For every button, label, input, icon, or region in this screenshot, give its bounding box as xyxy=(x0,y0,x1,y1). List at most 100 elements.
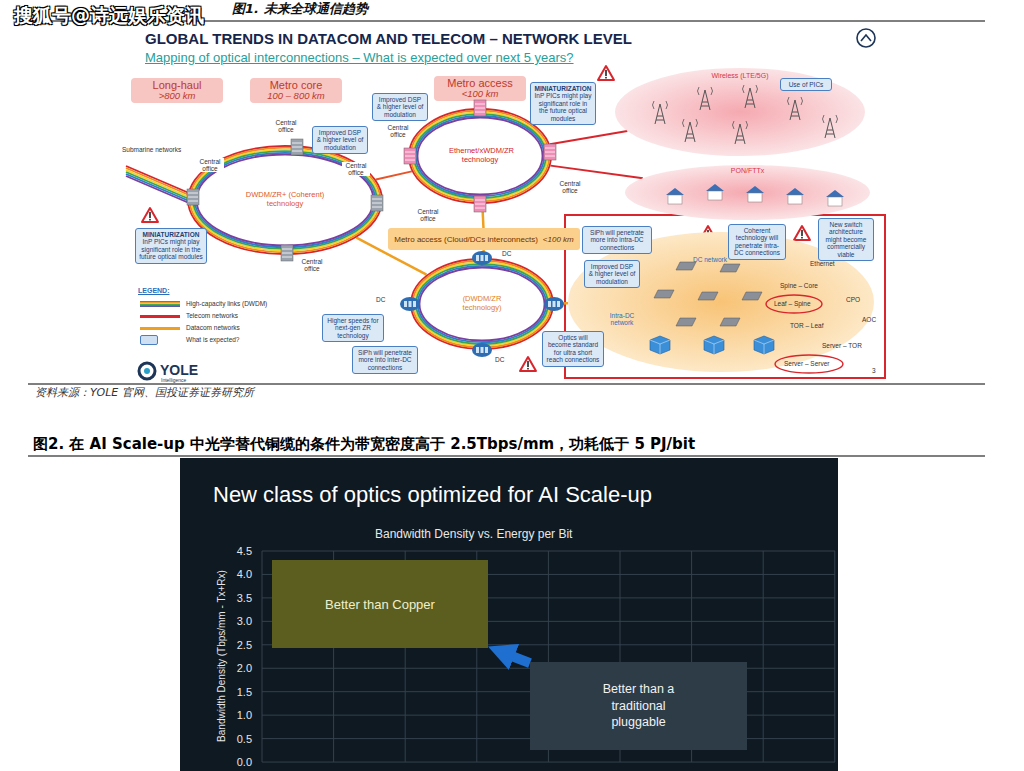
link-line xyxy=(551,166,643,179)
ring-fiber xyxy=(416,116,544,196)
house-roof xyxy=(746,186,764,193)
srv-icon xyxy=(704,336,724,354)
yole-logo-mark xyxy=(139,363,155,379)
ring-fiber xyxy=(420,268,545,341)
callout-box: New switch architecture might become com… xyxy=(818,218,874,261)
house-icon xyxy=(746,186,764,202)
band-text: Metro access (Cloud/DCs interconnects) xyxy=(394,235,538,244)
house-roof xyxy=(826,190,844,197)
arrow-connector xyxy=(506,654,530,663)
site-label: Central office xyxy=(556,180,584,194)
switch-top xyxy=(676,262,696,270)
callout-text: SiPh will penetrate more into intra-DC c… xyxy=(586,229,648,251)
callout-box: Optics will become standard for ultra sh… xyxy=(542,331,604,367)
ring-fiber xyxy=(418,266,546,342)
dc-rack xyxy=(557,301,560,307)
bld-icon xyxy=(474,196,486,212)
subtitle: Mapping of optical interconnections – Wh… xyxy=(145,51,574,65)
legend-entry: What is expected? xyxy=(140,334,267,346)
cloud-fill xyxy=(625,165,870,220)
building-floor xyxy=(292,151,302,152)
bld-icon xyxy=(371,195,383,211)
legend-entry: High-capacity links (DWDM) xyxy=(140,298,267,310)
callout-box: Higher speeds for next-gen ZR technology xyxy=(322,314,384,342)
link-line xyxy=(550,131,628,144)
ring-fiber xyxy=(409,109,551,203)
legend-swatch xyxy=(140,335,158,345)
tick-label: 3.0 xyxy=(237,615,252,627)
callout-box: SiPh will penetrate more into intra-DC c… xyxy=(582,226,652,254)
dc-label: DC xyxy=(376,296,385,303)
ring-fiber xyxy=(191,149,378,250)
tick-label: 2.5 xyxy=(237,639,252,651)
site-label: Central office xyxy=(342,162,370,176)
dc-rack xyxy=(485,255,488,261)
house-roof xyxy=(786,188,804,195)
pill-fill xyxy=(434,76,526,101)
grid-line xyxy=(834,551,835,762)
site-label: Central office xyxy=(196,158,224,172)
tech-label: AOC xyxy=(862,316,876,323)
tower-icon xyxy=(733,121,748,144)
dc-icon xyxy=(544,297,564,311)
dc-cloud xyxy=(472,251,492,265)
legend-swatch xyxy=(140,301,180,307)
bld-icon xyxy=(281,245,293,261)
source-note: 资料来源：YOLE 官网、国投证券证券研究所 xyxy=(35,387,254,399)
dc-rack xyxy=(404,301,407,307)
legend-text: Datacom networks xyxy=(186,324,240,331)
dc-rack xyxy=(548,301,551,307)
building-body xyxy=(404,148,416,164)
server-cube xyxy=(704,336,724,354)
ring-fiber xyxy=(413,261,552,348)
dc-icon xyxy=(472,343,492,357)
dc-rack xyxy=(485,347,488,353)
site-label: Central office xyxy=(298,258,326,272)
access-cloud: PON/FTTx xyxy=(625,165,870,220)
cloud-text: Wireless (LTE/5G) xyxy=(711,72,768,79)
dc-rack xyxy=(409,301,412,307)
dc-rack xyxy=(476,347,479,353)
ring-fiber xyxy=(414,114,546,198)
pill-text: Metro access xyxy=(447,77,512,89)
building-floor xyxy=(545,152,555,153)
pill-text: <100 km xyxy=(462,89,499,99)
callout-box: MINIATURIZATIONInP PICs might play signi… xyxy=(135,228,207,264)
highlight-frame xyxy=(565,215,885,378)
callout-text: Improved DSP & higher level of modulatio… xyxy=(316,129,364,151)
legend-swatch xyxy=(140,327,180,330)
callout-text: New switch architecture might become com… xyxy=(822,221,870,258)
legend-text: What is expected? xyxy=(186,336,239,343)
building-floor xyxy=(475,208,485,209)
callout-text: Coherent technology will penetrate intra… xyxy=(732,227,782,257)
tick-label: 3.5 xyxy=(237,592,252,604)
server-cube xyxy=(754,336,774,354)
tower-mast xyxy=(825,118,835,138)
house-body xyxy=(668,195,682,204)
tower-waves xyxy=(653,101,668,109)
sw-icon xyxy=(720,264,740,272)
segment-pill: Metro access<100 km xyxy=(434,76,526,101)
callout-box: Use of PICs xyxy=(780,78,832,91)
switch-top xyxy=(720,318,740,326)
dc-cloud xyxy=(400,297,420,311)
tick-label: 0.0 xyxy=(237,756,252,768)
tick-label: 1.0 xyxy=(237,709,252,721)
house-icon xyxy=(786,188,804,204)
bld-icon xyxy=(404,148,416,164)
tick-label: 1.5 xyxy=(237,686,252,698)
srv-icon xyxy=(650,336,670,354)
callout-text: Higher speeds for next-gen ZR technology xyxy=(326,317,380,339)
rule-line xyxy=(28,455,985,456)
switch-top xyxy=(676,318,696,326)
building-floor xyxy=(372,199,382,200)
tick-label: 4.5 xyxy=(237,545,252,557)
switch-top xyxy=(698,292,718,300)
box-fill xyxy=(530,662,747,750)
grid-line xyxy=(262,551,263,762)
building-body xyxy=(291,139,303,155)
building-floor xyxy=(475,200,485,201)
callout-box: Coherent technology will penetrate intra… xyxy=(728,224,786,260)
dc-label: DC xyxy=(502,250,511,257)
pill-text: >800 km xyxy=(159,91,196,101)
